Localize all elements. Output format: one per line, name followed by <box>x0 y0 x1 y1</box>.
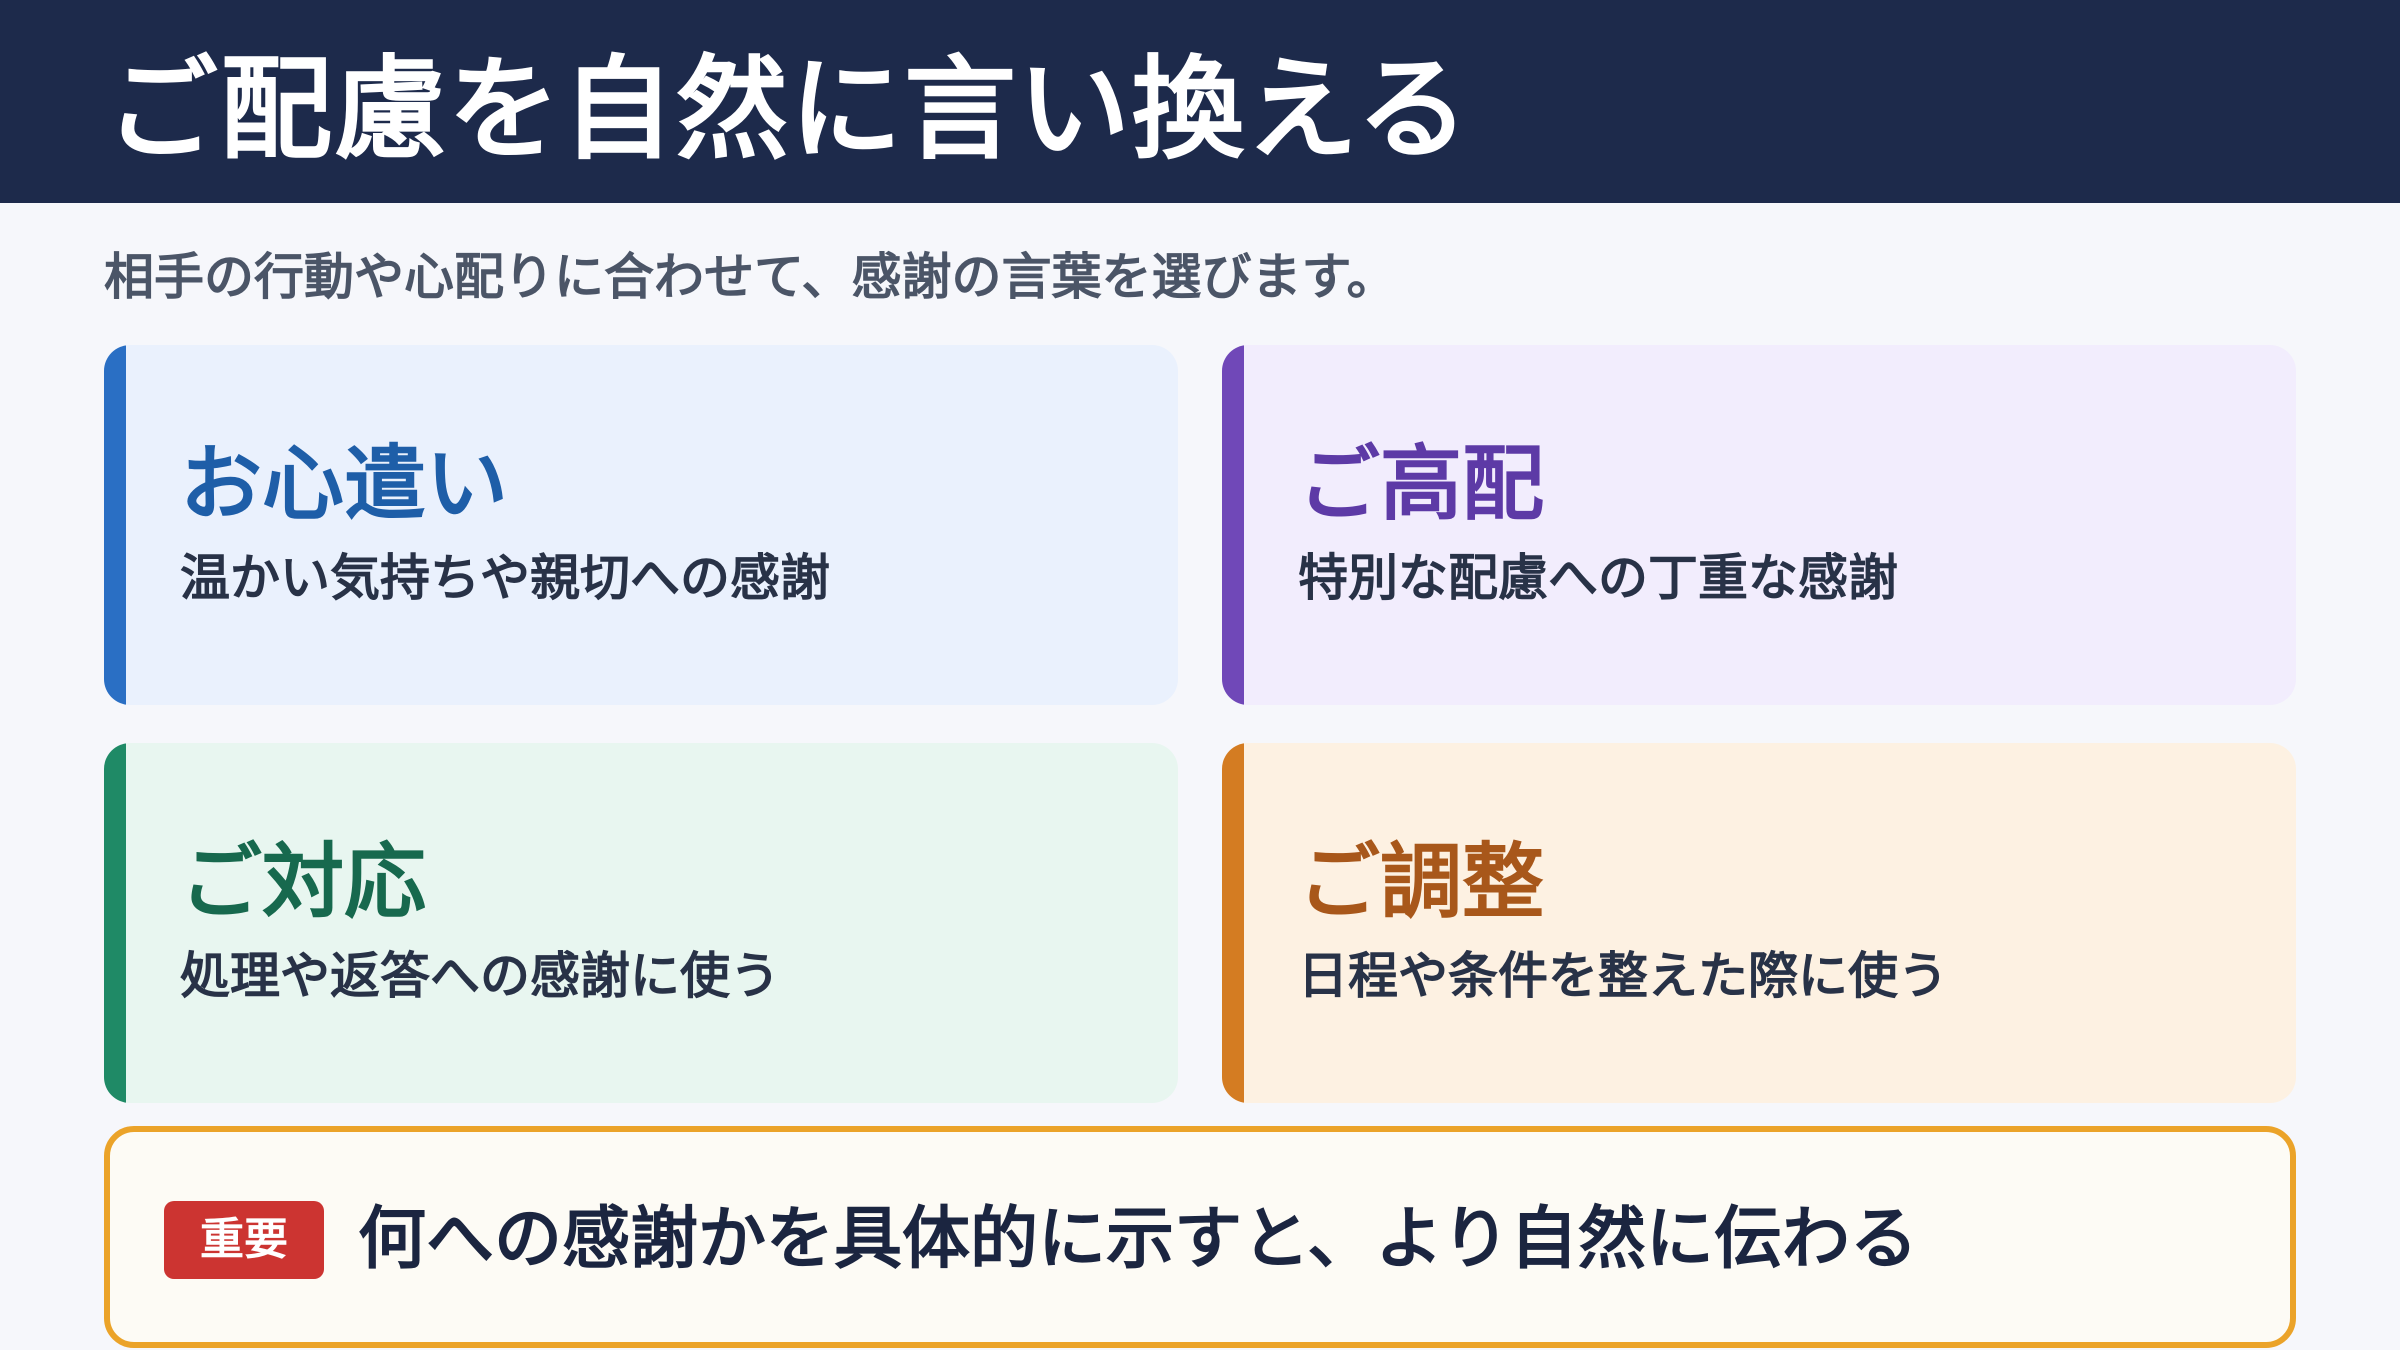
card-title: ご高配 <box>1298 437 1545 532</box>
page-subtitle: 相手の行動や心配りに合わせて、感謝の言葉を選びます。 <box>104 248 1397 306</box>
header-banner: ご配慮を自然に言い換える <box>0 0 2400 203</box>
card-gochousei: ご調整 日程や条件を整えた際に使う <box>1222 743 2296 1103</box>
card-description: 処理や返答への感謝に使う <box>180 947 780 1005</box>
card-title: お心遣い <box>180 437 509 532</box>
card-description: 特別な配慮への丁重な感謝 <box>1298 549 1898 607</box>
card-accent-bar <box>104 743 126 1103</box>
card-title: ご対応 <box>180 835 427 930</box>
card-title: ご調整 <box>1298 835 1545 930</box>
card-description: 温かい気持ちや親切への感謝 <box>180 549 830 607</box>
card-accent-bar <box>1222 743 1244 1103</box>
card-description: 日程や条件を整えた際に使う <box>1298 947 1948 1005</box>
card-okokorozukai: お心遣い 温かい気持ちや親切への感謝 <box>104 345 1178 705</box>
important-badge: 重要 <box>164 1201 324 1279</box>
page-title: ご配慮を自然に言い換える <box>106 45 1471 175</box>
important-note-text: 何への感謝かを具体的に示すと、より自然に伝わる <box>358 1200 1918 1279</box>
card-accent-bar <box>104 345 126 705</box>
important-note: 重要 何への感謝かを具体的に示すと、より自然に伝わる <box>104 1126 2296 1348</box>
card-accent-bar <box>1222 345 1244 705</box>
card-gotaiou: ご対応 処理や返答への感謝に使う <box>104 743 1178 1103</box>
card-gokouhai: ご高配 特別な配慮への丁重な感謝 <box>1222 345 2296 705</box>
